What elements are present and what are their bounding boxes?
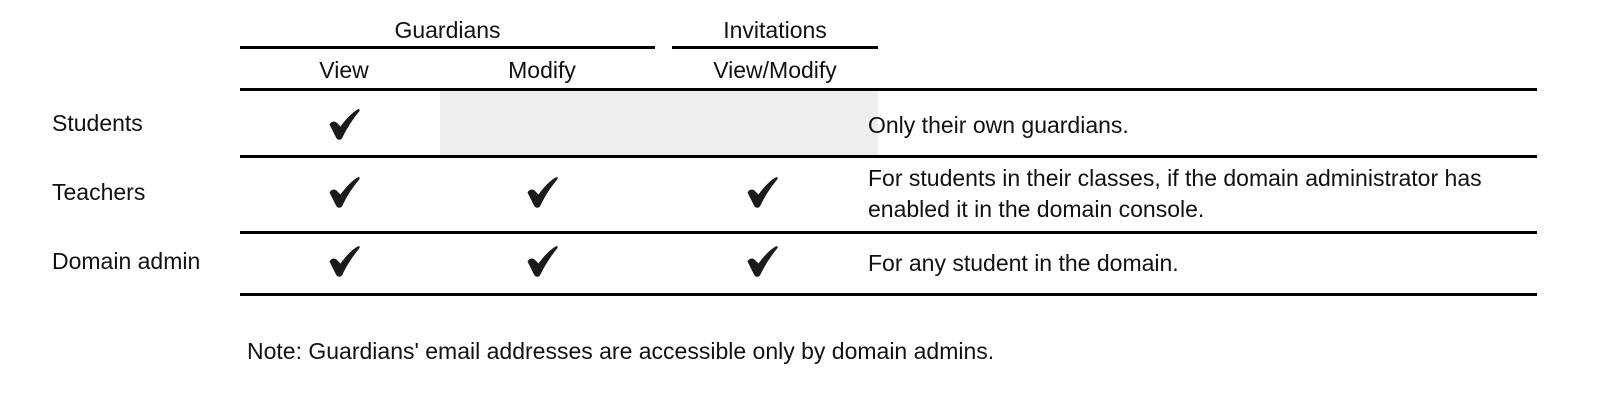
row-label-domain-admin: Domain admin <box>52 248 201 274</box>
row-label-students: Students <box>52 110 143 136</box>
cell-shaded-not-applicable-students <box>440 91 878 155</box>
check-mark-icon-teachers-modify <box>522 172 562 212</box>
row-description-teachers: For students in their classes, if the do… <box>868 165 1482 222</box>
row-label-teachers: Teachers <box>52 179 146 205</box>
check-mark-icon-domain-admin-view <box>324 241 364 281</box>
row-description-domain-admin: For any student in the domain. <box>868 250 1179 276</box>
check-mark-icon-domain-admin-view-modify <box>742 241 782 281</box>
check-mark-icon-students-view <box>324 104 364 144</box>
column-group-guardians-rule <box>240 46 655 49</box>
column-header-modify: Modify <box>508 57 576 83</box>
table-bottom-rule <box>240 293 1537 296</box>
table-footnote: Note: Guardians' email addresses are acc… <box>247 338 995 364</box>
column-group-invitations-rule <box>672 46 878 49</box>
row-description-students: Only their own guardians. <box>868 112 1129 138</box>
column-group-guardians: Guardians <box>394 17 501 43</box>
table-row-rule-after-teachers <box>240 231 1537 234</box>
table-row-rule-after-students <box>240 155 1537 158</box>
check-mark-icon-teachers-view <box>324 172 364 212</box>
check-mark-icon-teachers-view-modify <box>742 172 782 212</box>
column-group-invitations: Invitations <box>723 17 827 43</box>
check-mark-icon-domain-admin-modify <box>522 241 562 281</box>
table-header-rule <box>240 88 1537 91</box>
column-header-view: View <box>319 57 369 83</box>
column-header-view-modify: View/Modify <box>713 57 837 83</box>
